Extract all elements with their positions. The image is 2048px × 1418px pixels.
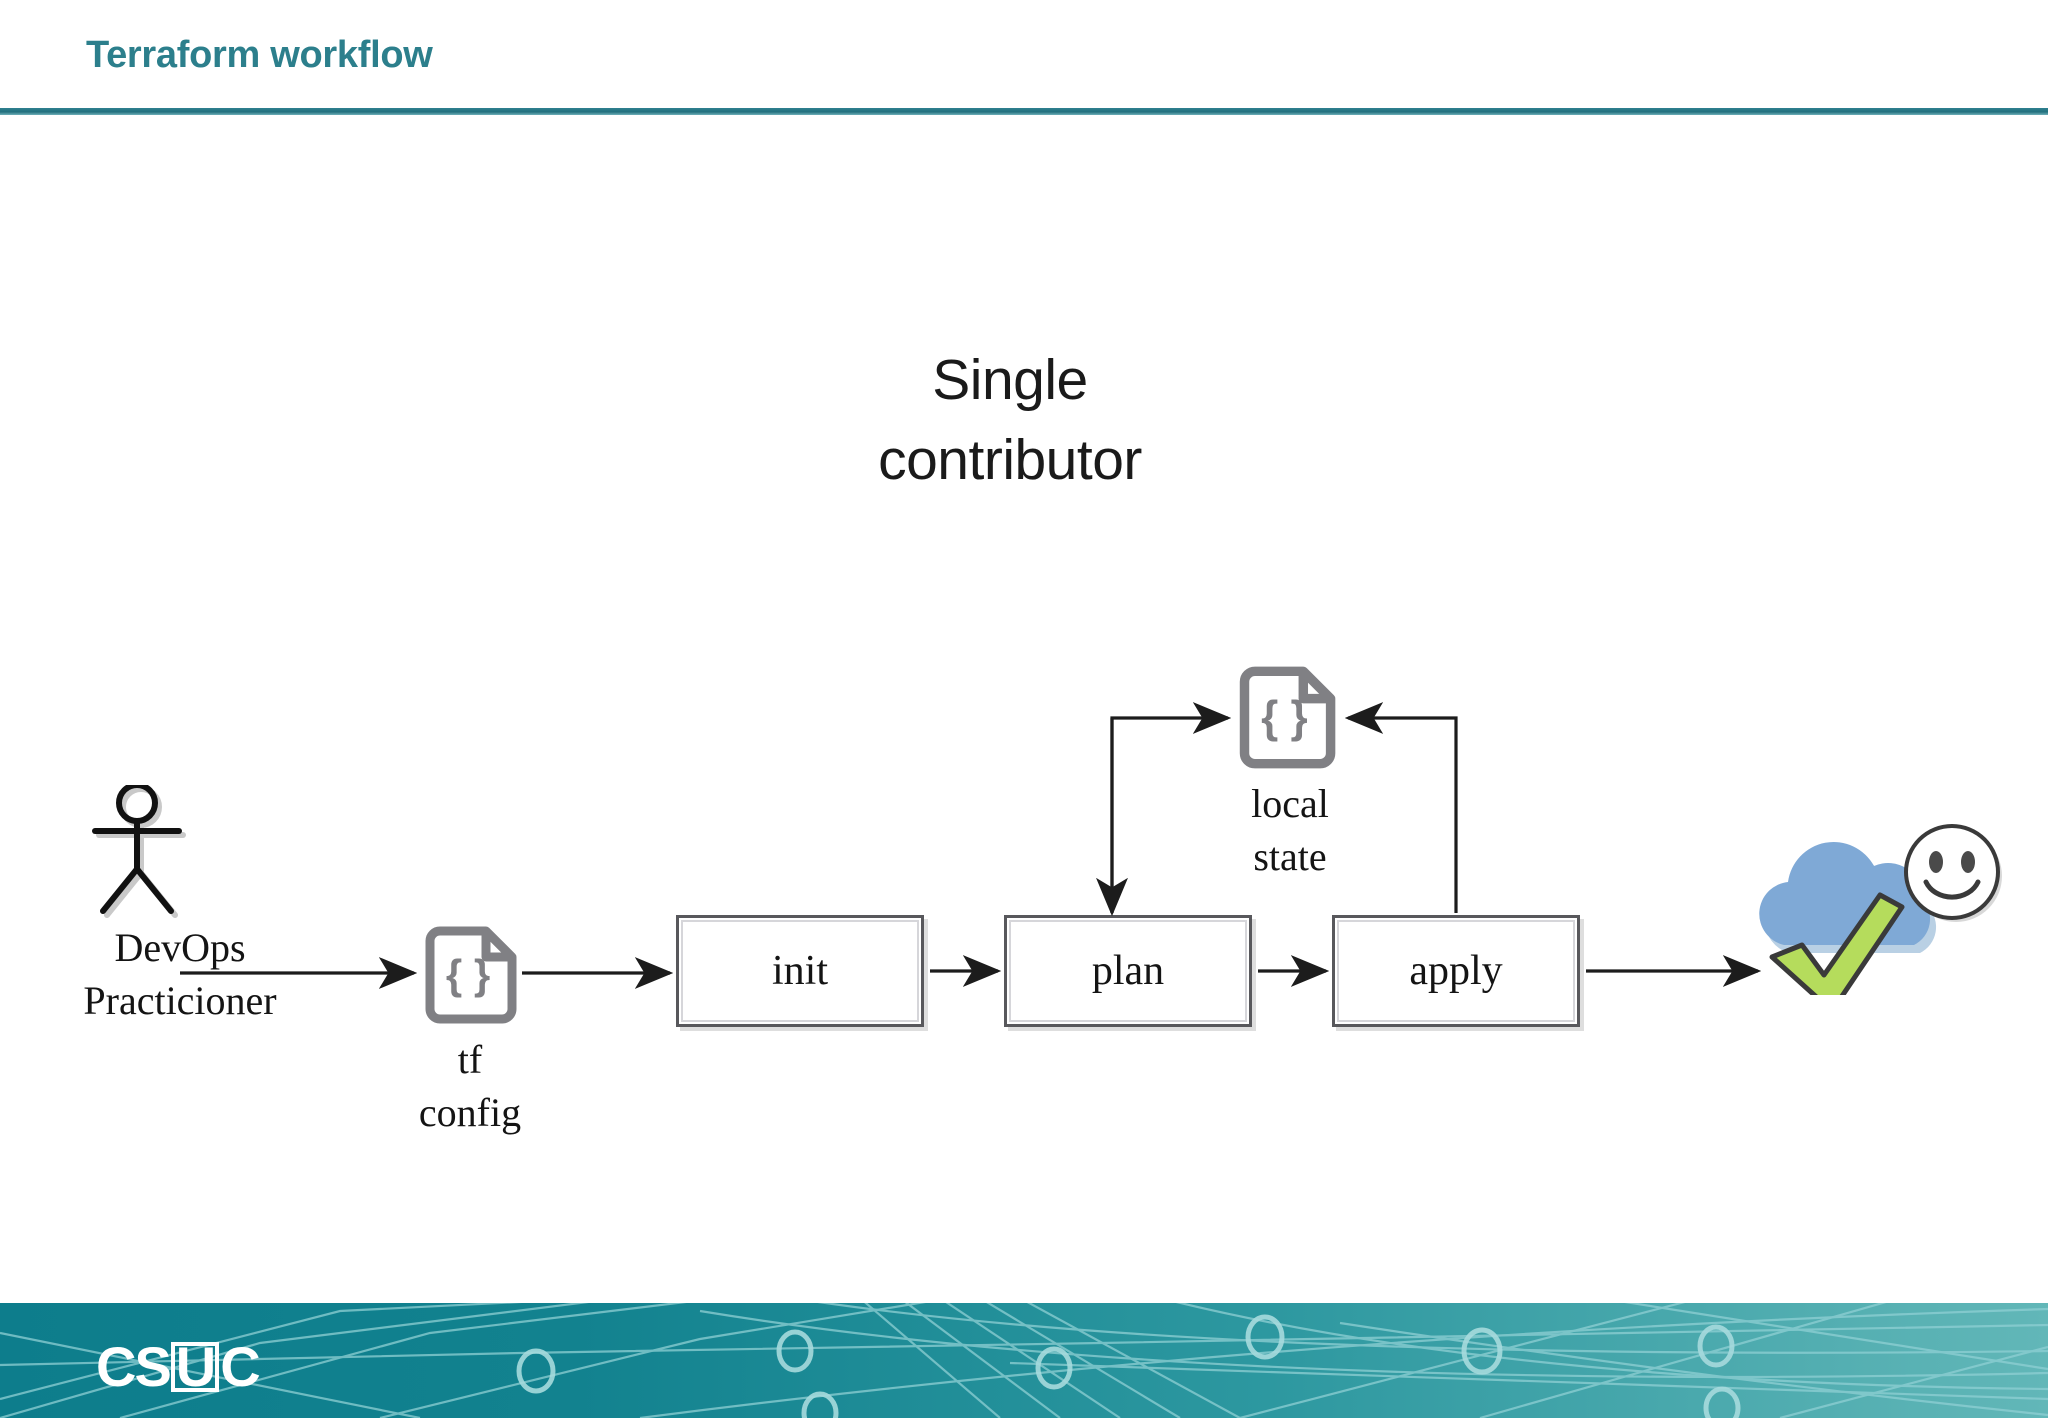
state-file-caption: local state: [1140, 777, 1440, 883]
process-box-plan[interactable]: plan: [1004, 915, 1252, 1027]
state-caption-line-1: local: [1251, 781, 1329, 826]
json-document-icon: { }: [420, 925, 520, 1025]
smiley-face-icon: [1900, 820, 2008, 928]
slide-canvas: Single contributor DevOps Practicioner: [0, 115, 2048, 1303]
diagram-heading: Single contributor: [760, 340, 1260, 500]
process-box-init[interactable]: init: [676, 915, 924, 1027]
slide-header: Terraform workflow: [0, 0, 2048, 115]
config-caption-line-2: config: [418, 1090, 522, 1135]
header-divider-rule: [0, 108, 2048, 115]
actor-label: DevOps Practicioner: [10, 921, 350, 1027]
process-box-plan-label: plan: [1091, 948, 1165, 994]
svg-text:{ }: { }: [1261, 693, 1308, 742]
diagram-heading-line-2: contributor: [878, 428, 1142, 492]
csuc-logo-part-2: C: [220, 1335, 260, 1398]
actor-label-line-1: DevOps: [114, 925, 246, 970]
config-file-caption: tf config: [320, 1033, 620, 1139]
diagram-heading-line-1: Single: [932, 348, 1088, 412]
diagram-connectors: [180, 702, 1762, 989]
svg-text:{ }: { }: [446, 951, 490, 998]
process-box-apply-label: apply: [1409, 948, 1503, 994]
process-box-apply[interactable]: apply: [1332, 915, 1580, 1027]
json-document-icon: { }: [1234, 665, 1339, 770]
page-title: Terraform workflow: [86, 34, 433, 76]
config-caption-line-1: tf: [457, 1037, 483, 1082]
state-caption-line-2: state: [1253, 834, 1327, 879]
stick-figure-person-icon: [85, 782, 275, 920]
actor-label-line-2: Practicioner: [83, 978, 277, 1023]
footer-network-pattern: [0, 1303, 2048, 1418]
csuc-logo-part-1: CS: [96, 1335, 172, 1398]
process-box-init-label: init: [771, 948, 828, 994]
csuc-logo-boxed-u: U: [170, 1339, 220, 1395]
